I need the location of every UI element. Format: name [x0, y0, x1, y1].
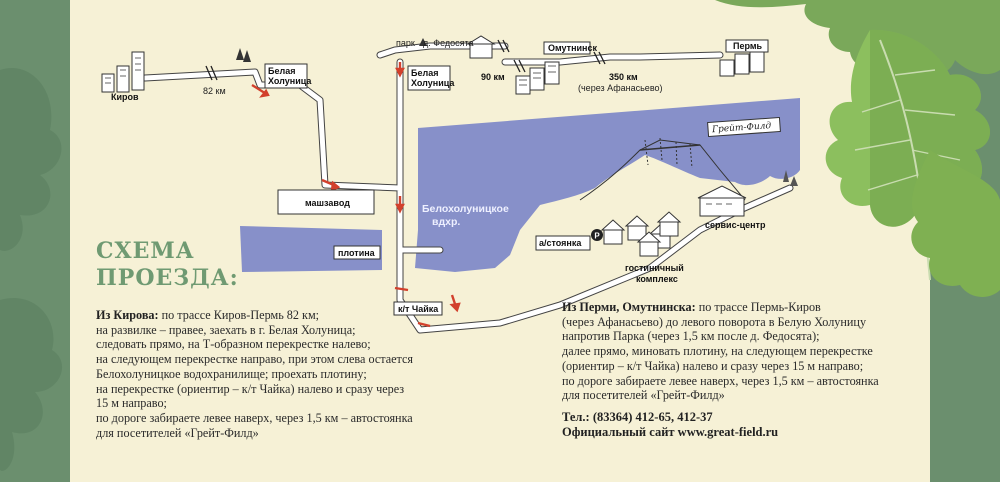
website-link[interactable]: Официальный сайт www.great-field.ru	[562, 425, 779, 439]
title-line-1: СХЕМА	[96, 238, 195, 264]
label-box-perm	[725, 39, 769, 53]
building-icon	[466, 35, 496, 59]
label-box-mashzavod	[277, 189, 375, 215]
directions-perm-line: далее прямо, миновать плотину, на следую…	[562, 344, 873, 359]
label-chaika: к/т Чайка	[398, 304, 439, 314]
ski-slope	[579, 137, 746, 201]
label-box-omutninsk	[543, 41, 591, 55]
label-box-dam	[333, 245, 381, 260]
directions-perm-text: по трассе Пермь-Киров	[695, 300, 821, 314]
label-350km: 350 км	[609, 72, 638, 82]
label-fedosyata: д. Федосята	[423, 38, 474, 48]
oak-leaf-icon	[0, 68, 63, 471]
directions-kirov-line: для посетителей «Грейт-Филд»	[96, 425, 259, 440]
tree-icon	[236, 38, 798, 186]
directions-kirov-line: следовать прямо, на Т-образном перекрест…	[96, 337, 371, 352]
directions-kirov: Из Кирова: по трассе Киров-Пермь 82 км; …	[96, 308, 413, 440]
label-hotel-2: комплекс	[636, 274, 678, 284]
label-reservoir-1: Белохолуницкое	[422, 203, 509, 215]
directions-kirov-line: на перекрестке (ориентир – к/т Чайка) на…	[96, 381, 405, 396]
directions-kirov-line: на следующем перекрестке направо, при эт…	[96, 352, 414, 367]
directions-perm-line: для посетителей «Грейт-Филд»	[562, 388, 725, 403]
label-belaya-2a: Белая	[411, 68, 438, 78]
label-mashzavod: машзавод	[305, 198, 350, 208]
building-icon	[600, 211, 682, 257]
directions-kirov-text: по трассе Киров-Пермь 82 км;	[158, 308, 320, 322]
label-perm: Пермь	[733, 41, 763, 51]
label-box-belaya2	[407, 65, 451, 91]
label-hotel-1: гостиничный	[625, 263, 684, 273]
label-box-belaya1	[264, 63, 308, 89]
label-reservoir-2: вдхр.	[432, 216, 460, 228]
parking-sign-label: P	[594, 232, 600, 241]
label-omutninsk: Омутнинск	[548, 43, 597, 53]
building-icon	[719, 47, 765, 77]
directions-kirov-heading: Из Кирова:	[96, 308, 159, 322]
directions-kirov-line: Белохолуницкое водохранилище; проехать п…	[96, 366, 367, 381]
directions-perm-line: Из Перми, Омутнинска: по трассе Пермь-Ки…	[562, 300, 879, 315]
building-icon	[697, 185, 747, 217]
building-icon	[515, 61, 560, 95]
phone-number: Тел.: (83364) 412-65, 412-37	[562, 410, 713, 424]
directions-perm-line: по дороге забираете левее наверх, через …	[562, 373, 879, 388]
roads	[141, 42, 794, 334]
label-belaya-1b: Холуница	[268, 76, 312, 86]
directions-perm-line: напротив Парка (через 1,5 км после д. Фе…	[562, 329, 820, 344]
label-box-great-field	[707, 116, 781, 138]
title-line-2: ПРОЕЗДА:	[96, 265, 239, 291]
label-parking: а/стоянка	[539, 238, 582, 248]
directions-perm-line: (через Афанасьево) до левого поворота в …	[562, 314, 867, 329]
directions-perm: Из Перми, Омутнинска: по трассе Пермь-Ки…	[562, 300, 879, 403]
label-kirov: Киров	[111, 92, 139, 102]
label-belaya-1a: Белая	[268, 66, 295, 76]
label-82km: 82 км	[203, 86, 226, 96]
route-arrow-icon	[251, 62, 461, 328]
label-box-parking	[535, 235, 591, 251]
label-via-afanasyevo: (через Афанасьево)	[578, 83, 663, 93]
label-service-center: сервис-центр	[705, 220, 766, 230]
label-great-field: Грейт-Филд	[711, 121, 772, 135]
directions-kirov-line: 15 м направо;	[96, 396, 167, 411]
reservoir	[240, 98, 800, 272]
label-belaya-2b: Холуница	[411, 78, 455, 88]
page-title: СХЕМА ПРОЕЗДА:	[96, 238, 239, 292]
building-icon	[101, 51, 145, 93]
contacts: Тел.: (83364) 412-65, 412-37 Официальный…	[562, 410, 778, 440]
directions-kirov-line: Из Кирова: по трассе Киров-Пермь 82 км;	[96, 308, 413, 323]
label-box-chaika	[393, 301, 443, 316]
directions-kirov-line: по дороге забираете левее наверх, через …	[96, 410, 413, 425]
parking-sign-icon: P	[591, 229, 603, 241]
directions-perm-heading: Из Перми, Омутнинска:	[562, 300, 696, 314]
label-dam: плотина	[338, 248, 376, 258]
label-90km: 90 км	[481, 72, 505, 82]
directions-kirov-line: на развилке – правее, заехать в г. Белая…	[96, 322, 356, 337]
label-park: парк	[396, 38, 415, 48]
road-break-icon	[205, 39, 606, 81]
oak-leaf-icon	[715, 0, 1000, 297]
directions-perm-line: (ориентир – к/т Чайка) налево и сразу че…	[562, 358, 864, 373]
